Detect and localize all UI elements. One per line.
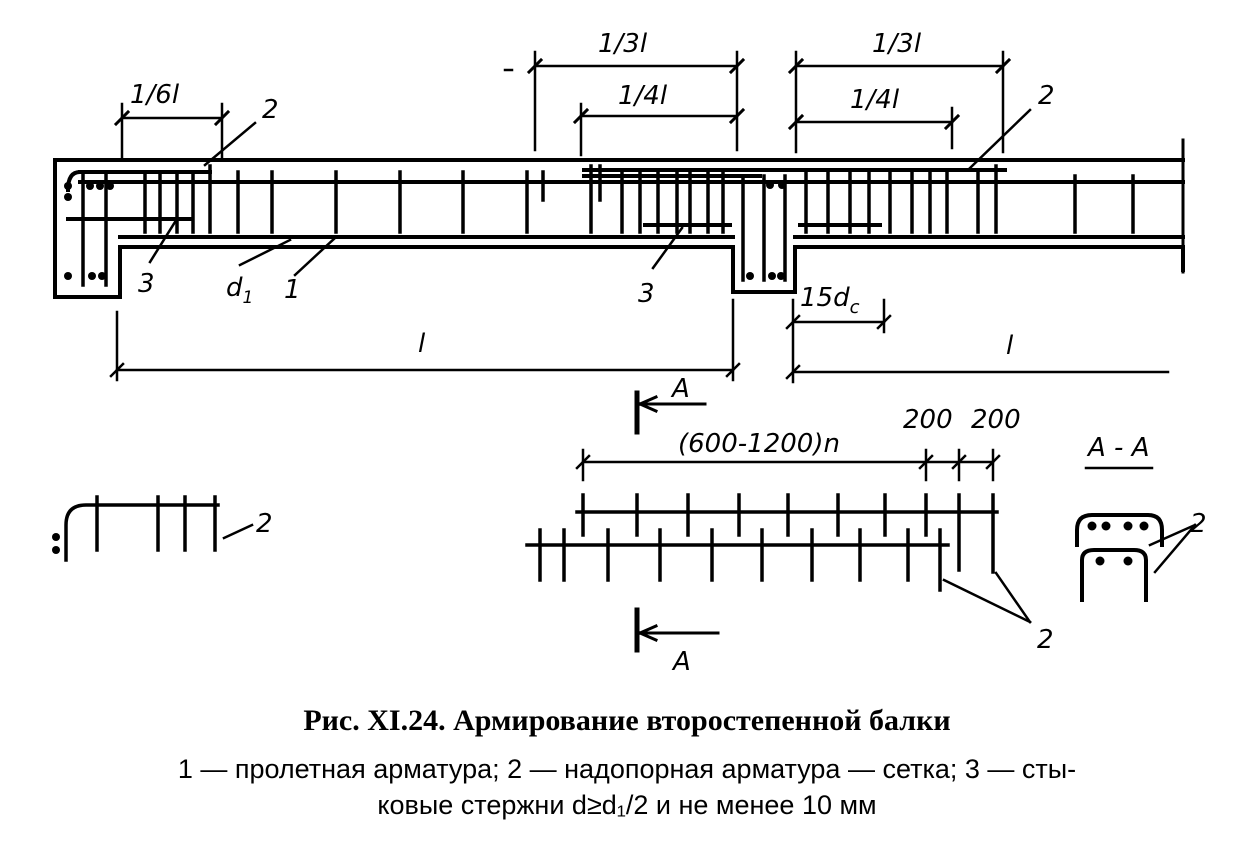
- label-span-right: l: [1006, 331, 1014, 361]
- label-section-a-bottom: A: [671, 647, 691, 677]
- label-section-a-top: A: [670, 374, 690, 404]
- label-200-a: 200: [903, 405, 953, 435]
- beam-outline: [53, 158, 1185, 299]
- bar-dots: [52, 181, 1149, 566]
- section-aa: [1075, 466, 1197, 602]
- label-d1: d1: [226, 273, 253, 308]
- mesh-detail-left: [64, 495, 220, 562]
- stirrups: [81, 164, 1135, 287]
- mesh-dimensions: [575, 448, 1032, 624]
- label-1-3l-left: 1/3l: [598, 29, 648, 59]
- label-2-detail: 2: [256, 509, 273, 539]
- mesh-overlap-detail: [525, 493, 999, 592]
- dimension-lines-bottom: [109, 298, 1170, 384]
- label-1-4l-right: 1/4l: [850, 85, 900, 115]
- label-2-left: 2: [262, 95, 279, 125]
- section-markers: [634, 390, 720, 653]
- label-15dc: 15dc: [800, 283, 860, 318]
- label-mesh-range: (600-1200)n: [678, 429, 840, 459]
- label-1-3l-right: 1/3l: [872, 29, 922, 59]
- label-2-mesh: 2: [1037, 625, 1054, 655]
- label-2-right: 2: [1038, 81, 1055, 111]
- figure-legend-line-1: 1 — пролетная арматура; 2 — надопорная а…: [177, 754, 1077, 784]
- leader-lines: [148, 108, 1032, 540]
- figure-legend-line-2: ковые стержни d≥d₁/2 и не менее 10 мм: [377, 790, 877, 820]
- label-1-6l: 1/6l: [130, 80, 180, 110]
- label-section-aa: A - A: [1086, 433, 1149, 463]
- label-3-mid: 3: [638, 279, 655, 309]
- label-1: 1: [284, 275, 301, 305]
- beam-reinforcement-drawing: 1/6l 1/3l 1/4l 1/3l 1/4l 2 2 3 3 d1 1 l …: [52, 29, 1207, 677]
- dimension-ticks-top: [113, 57, 1012, 131]
- longitudinal-bars: [65, 168, 1185, 239]
- label-3-left: 3: [138, 269, 155, 299]
- label-1-4l-left: 1/4l: [618, 81, 668, 111]
- label-200-b: 200: [971, 405, 1021, 435]
- label-span-left: l: [418, 329, 426, 359]
- figure-title: Рис. XI.24. Армирование второстепенной б…: [303, 704, 951, 737]
- label-2-section: 2: [1190, 509, 1207, 539]
